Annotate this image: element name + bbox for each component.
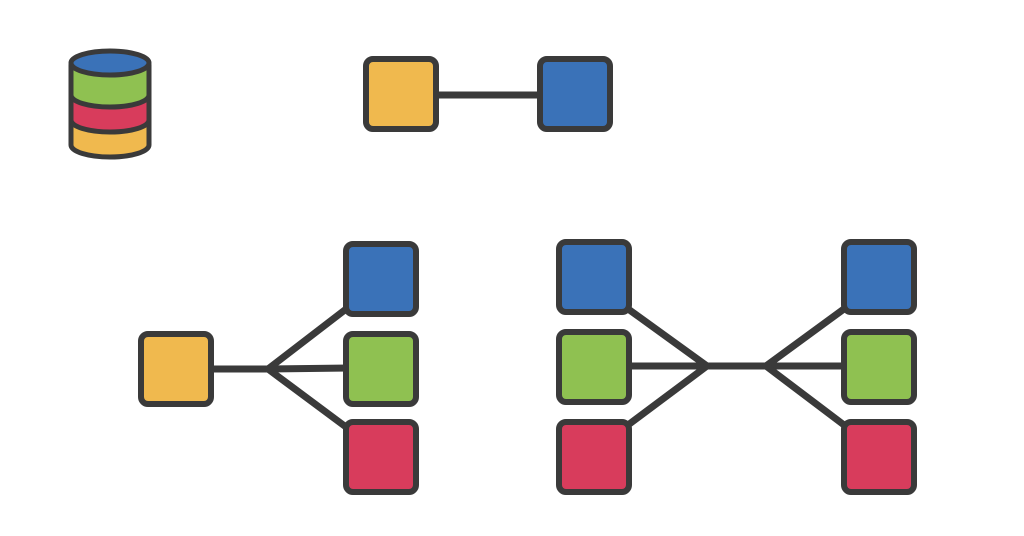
one-to-many-relationship bbox=[138, 241, 419, 495]
connector-line bbox=[620, 302, 711, 370]
connector-line bbox=[264, 302, 354, 373]
connector-line bbox=[620, 362, 711, 432]
entity-blue bbox=[556, 239, 632, 315]
connector-line bbox=[264, 364, 354, 373]
entity-green bbox=[343, 331, 419, 407]
db-top-blue bbox=[68, 48, 152, 78]
entity-red bbox=[841, 419, 917, 495]
entity-blue bbox=[537, 56, 613, 132]
entity-red bbox=[556, 419, 632, 495]
connector-line bbox=[762, 362, 852, 432]
connector-line bbox=[762, 302, 852, 370]
entity-yellow bbox=[363, 56, 439, 132]
database-icon bbox=[68, 48, 152, 160]
entity-blue bbox=[841, 239, 917, 315]
entity-yellow bbox=[138, 331, 214, 407]
entity-green bbox=[841, 329, 917, 405]
connector-line bbox=[264, 365, 354, 434]
entity-blue bbox=[343, 241, 419, 317]
many-to-many-relationship bbox=[556, 239, 917, 495]
entity-red bbox=[343, 419, 419, 495]
entity-green bbox=[556, 329, 632, 405]
one-to-one-relationship bbox=[363, 56, 613, 132]
